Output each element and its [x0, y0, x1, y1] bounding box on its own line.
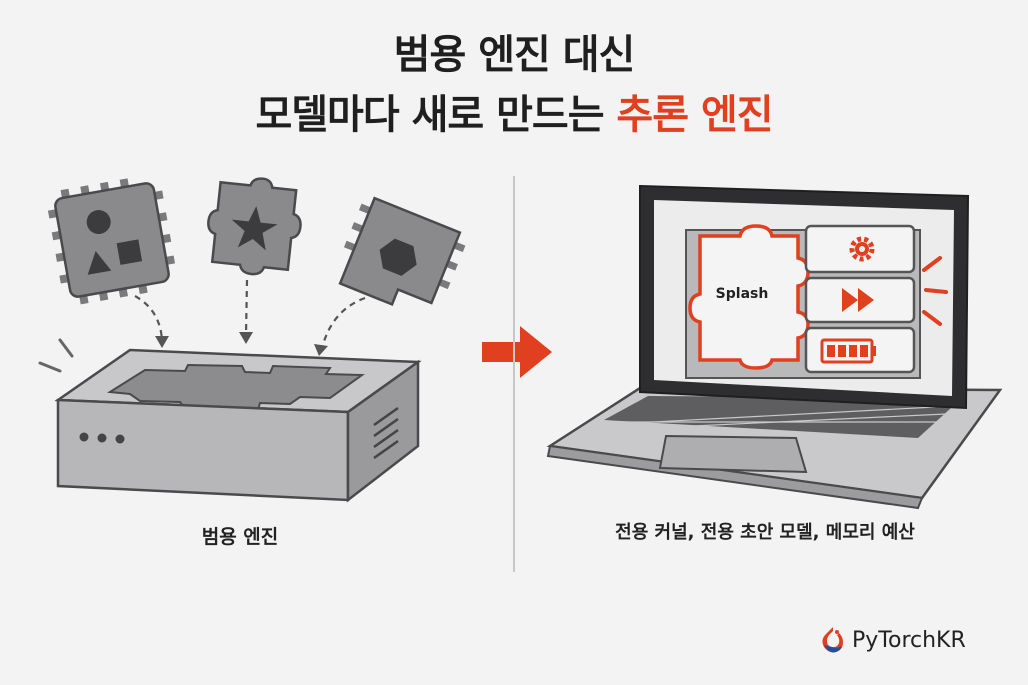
- title-line-2-accent: 추론 엔진: [616, 92, 773, 138]
- gear-icon: [849, 236, 875, 262]
- battery-icon: [820, 338, 876, 364]
- screen-module-tray: [685, 224, 921, 379]
- hexagon-chip-icon: [338, 196, 466, 307]
- generic-engine-box: [54, 348, 422, 503]
- spark-lines-icon: [38, 338, 74, 373]
- fast-forward-module: [804, 276, 916, 324]
- dashed-arrow-icon: [134, 279, 366, 349]
- battery-module: [804, 326, 916, 374]
- fast-forward-icon: [842, 288, 874, 312]
- splash-label: Splash: [716, 286, 769, 302]
- transition-arrow-icon: [482, 326, 552, 378]
- title-line-1: 범용 엔진 대신: [393, 32, 636, 78]
- brand-logo: PyTorchKR: [820, 625, 966, 655]
- brand-name: PyTorchKR: [852, 627, 966, 653]
- burst-lines-icon: [922, 256, 948, 326]
- pytorch-flame-icon: [822, 627, 843, 653]
- circle-triangle-square-chip-icon: [47, 178, 176, 305]
- right-caption: 전용 커널, 전용 초안 모델, 메모리 예산: [615, 522, 915, 543]
- panel-divider: [513, 176, 515, 572]
- left-caption: 범용 엔진: [201, 526, 279, 548]
- star-chip-icon: [207, 177, 302, 276]
- title-line-2-prefix: 모델마다 새로 만드는: [255, 92, 617, 138]
- gear-module: [804, 224, 916, 274]
- arrowheads: [155, 332, 328, 356]
- title-line-2: 모델마다 새로 만드는 추론 엔진: [0, 82, 1028, 140]
